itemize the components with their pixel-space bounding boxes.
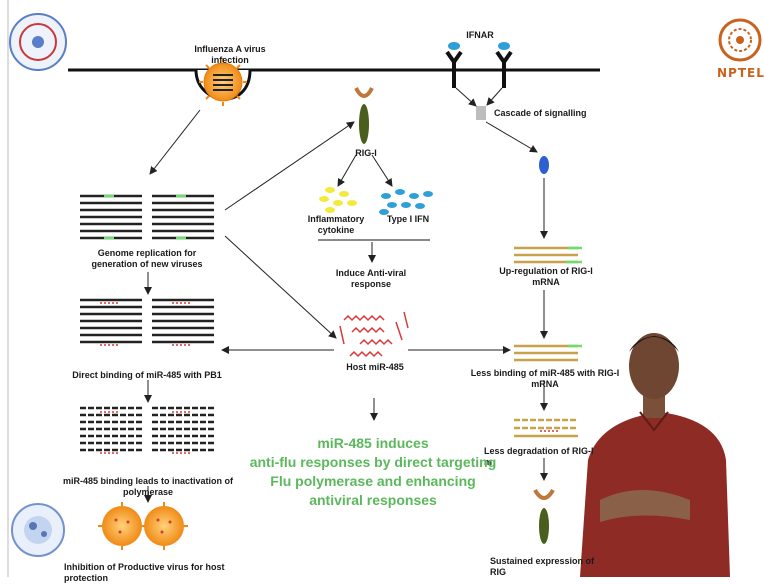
institute-logo bbox=[9, 13, 67, 71]
influenza-virus-vesicle bbox=[194, 58, 252, 106]
rig-i-mrna-less-degradation bbox=[514, 418, 578, 438]
inhibited-virus-particles bbox=[98, 502, 188, 550]
rig-i-mrna-less-binding bbox=[514, 344, 582, 362]
summary-line-2: anti-flu responses by direct targeting bbox=[249, 454, 497, 470]
type-i-ifn-dots bbox=[379, 189, 433, 215]
nptel-logo bbox=[718, 18, 762, 62]
influenza-infection-label: Influenza A virus infection bbox=[194, 44, 266, 65]
rig-i-sustained-protein bbox=[533, 488, 555, 544]
sustained-expression-label: Sustained expression of RIG bbox=[490, 556, 595, 577]
inflammatory-cytokine-dots bbox=[319, 187, 357, 213]
direct-binding-label: Direct binding of miR-485 with PB1 bbox=[72, 370, 222, 380]
productive-virus-label: Inhibition of Productive virus for host … bbox=[64, 562, 225, 583]
summary-line-3: Flu polymerase and enhancing bbox=[270, 473, 476, 489]
induce-antiviral-label: Induce Anti-viral response bbox=[335, 268, 407, 289]
rig-i-protein bbox=[354, 87, 374, 144]
summary-line-4: antiviral responses bbox=[309, 492, 437, 508]
host-mir-485-cluster bbox=[339, 311, 409, 358]
presenter-figure bbox=[580, 333, 730, 577]
type-i-ifn-label: Type I IFN bbox=[386, 214, 430, 224]
ifnar-label: IFNAR bbox=[466, 30, 494, 40]
upregulation-label: Up-regulation of RIG-I mRNA bbox=[499, 266, 593, 287]
nptel-text: NPTEL bbox=[717, 66, 764, 80]
genome-replication-strands bbox=[80, 194, 214, 240]
cascade-label: Cascade of signalling bbox=[494, 108, 587, 118]
summary-line-1: miR-485 induces bbox=[317, 435, 429, 451]
signalling-molecule bbox=[476, 106, 486, 120]
less-binding-label: Less binding of miR-485 with RIG-I mRNA bbox=[470, 368, 620, 389]
genome-replication-label: Genome replication for generation of new… bbox=[91, 248, 203, 269]
rig-i-label: RIG-I bbox=[355, 148, 377, 158]
transcription-factor bbox=[539, 156, 549, 174]
host-mir-label: Host miR-485 bbox=[346, 362, 404, 372]
inactivation-label: miR-485 binding leads to inactivation of… bbox=[62, 476, 234, 497]
rig-i-mrna-upregulated bbox=[514, 246, 582, 264]
ifnar-receptor-left bbox=[445, 42, 463, 88]
less-degradation-label: Less degradation of RIG-I m bbox=[484, 446, 594, 467]
inflammatory-cytokine-label: Inflammatory cytokine bbox=[307, 214, 365, 235]
inactivated-polymerase-strands bbox=[80, 406, 214, 454]
bottom-left-watermark bbox=[11, 503, 65, 557]
direct-binding-strands bbox=[80, 298, 214, 346]
ifnar-receptor-right bbox=[495, 42, 513, 88]
